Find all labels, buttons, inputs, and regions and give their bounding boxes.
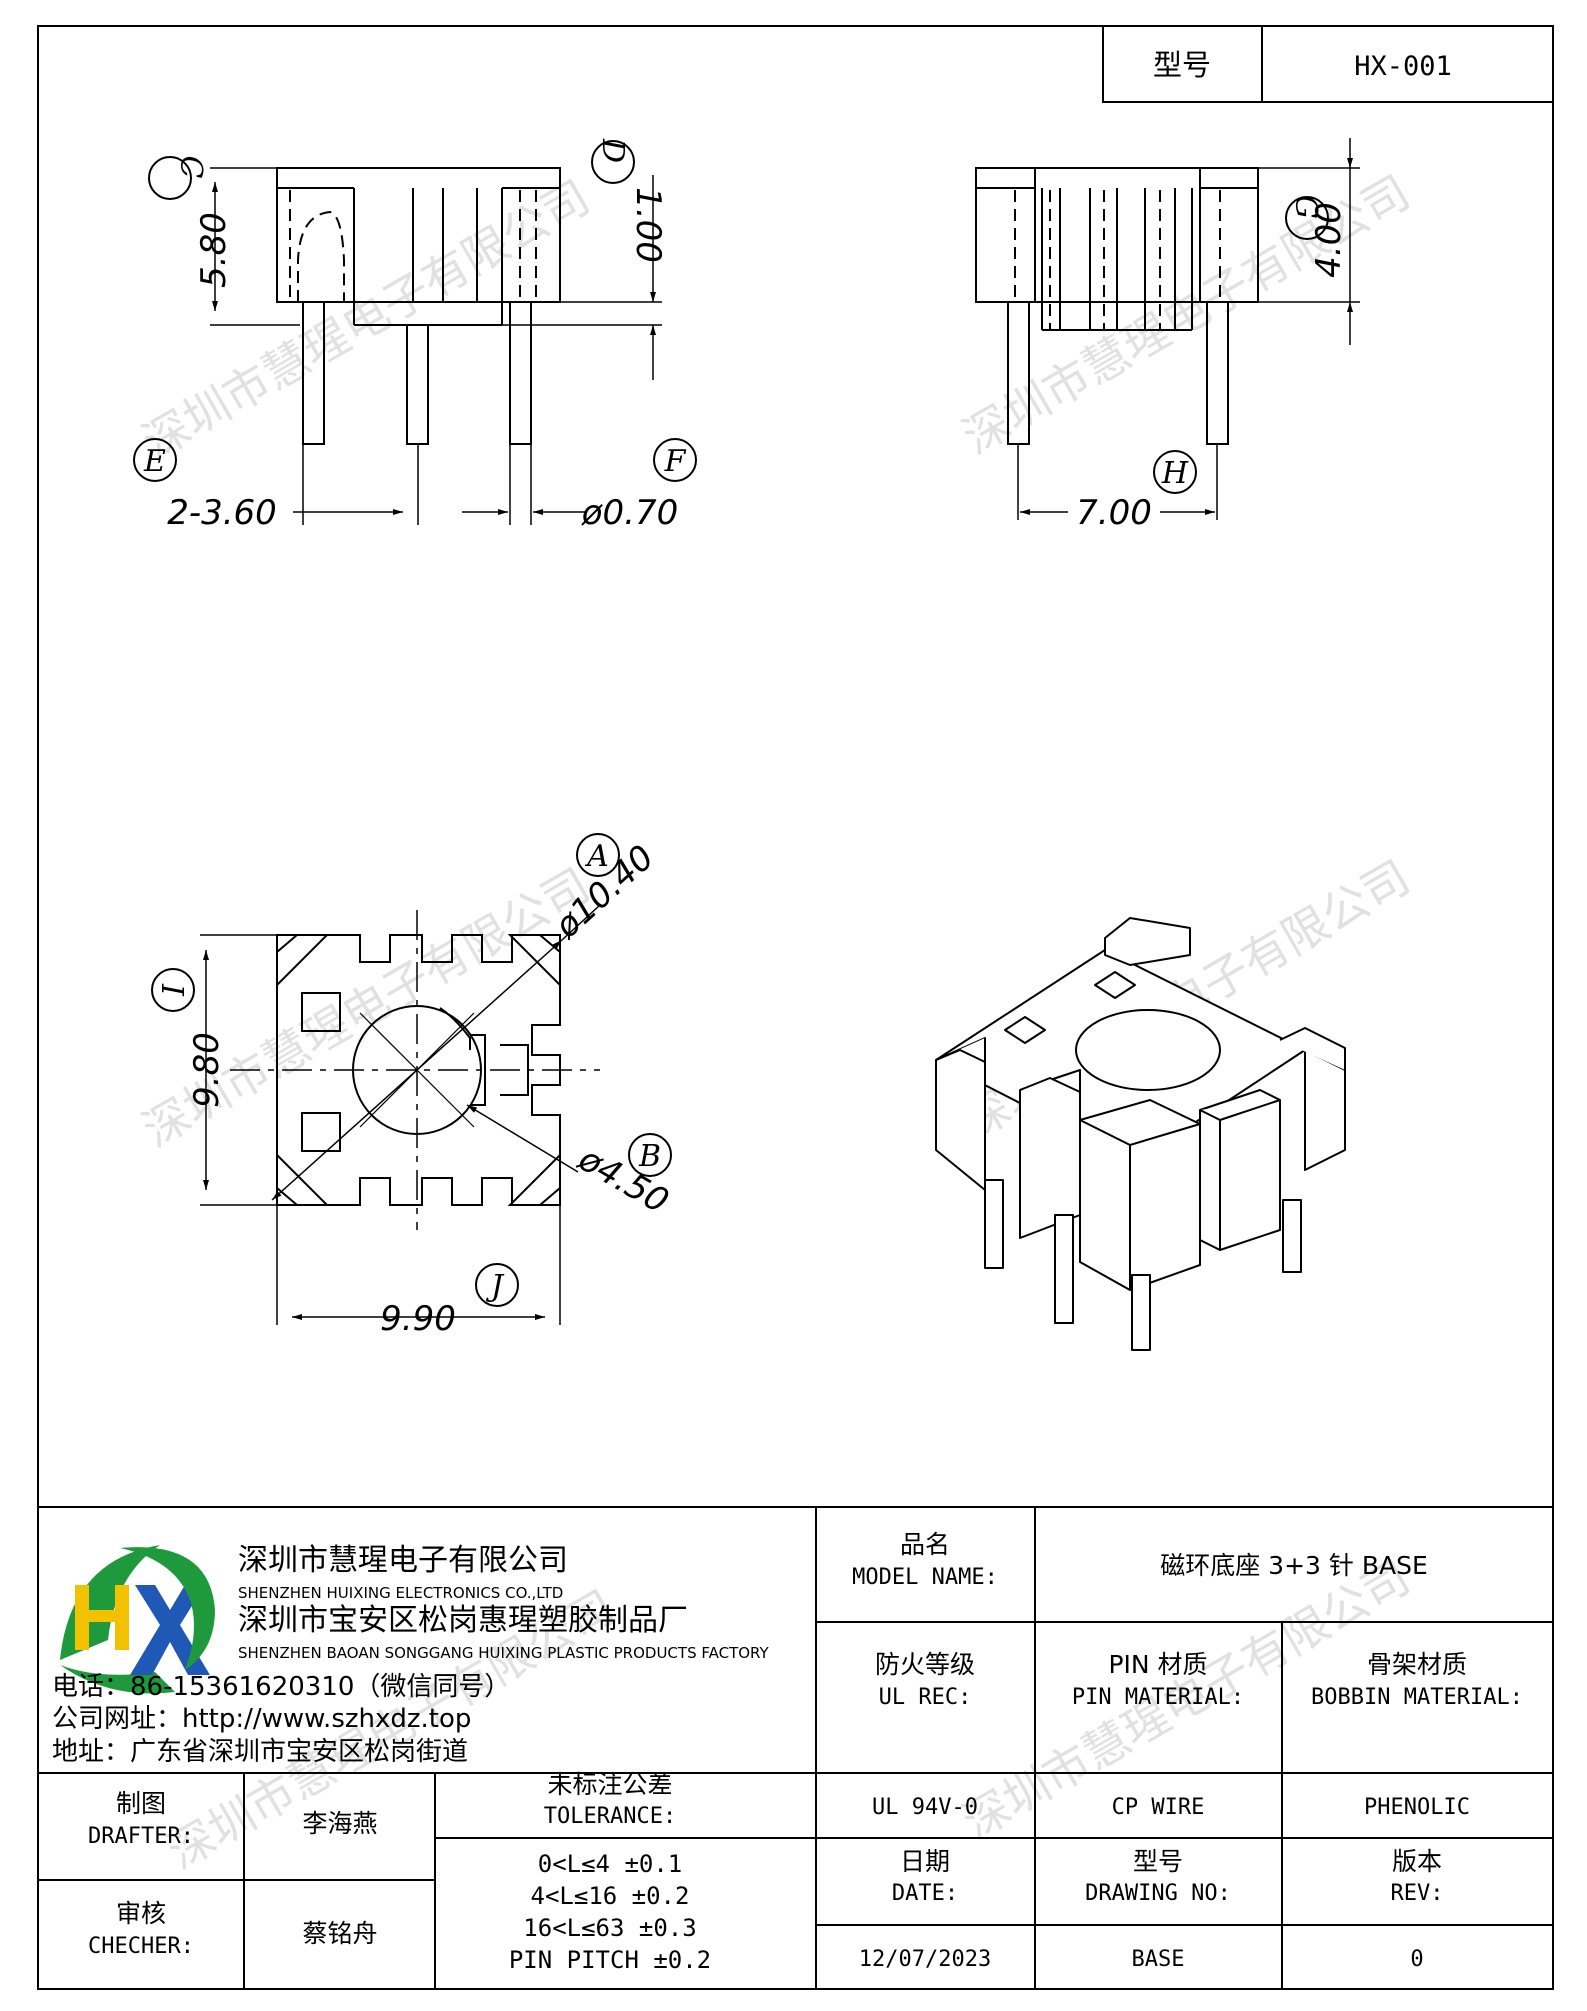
front-view bbox=[133, 140, 697, 525]
circle-label-d: D bbox=[595, 138, 630, 163]
rev-value: 0 bbox=[1410, 1947, 1423, 1972]
circle-label-j: J bbox=[485, 1269, 505, 1304]
dim-7-00: 7.00 bbox=[1076, 493, 1152, 533]
bobbin-material-label-cn: 骨架材质 bbox=[1367, 1650, 1467, 1679]
checker-label-en: CHECHER: bbox=[88, 1934, 194, 1959]
model-name-value: 磁环底座 3+3 针 BASE bbox=[1160, 1551, 1428, 1580]
tolerance-row: 0<L≤4 ±0.1 bbox=[538, 1850, 683, 1878]
company-phone: 电话：86-15361620310（微信同号） bbox=[52, 1672, 510, 1702]
drafter-label-cn: 制图 bbox=[116, 1789, 166, 1818]
circle-label-i: I bbox=[157, 983, 192, 997]
ul-label-en: UL REC: bbox=[879, 1685, 972, 1710]
bobbin-material-label-en: BOBBIN MATERIAL: bbox=[1311, 1685, 1523, 1710]
checker-label-cn: 审核 bbox=[116, 1899, 166, 1928]
rev-label-cn: 版本 bbox=[1392, 1847, 1442, 1876]
circle-label-f: F bbox=[664, 444, 687, 479]
circle-label-e: E bbox=[143, 444, 166, 479]
sheet-border bbox=[37, 25, 1554, 1990]
ul-label-cn: 防火等级 bbox=[875, 1650, 975, 1679]
isometric-view bbox=[935, 917, 1346, 1351]
model-name-label-cn: 品名 bbox=[900, 1530, 950, 1559]
dim-9-90: 9.90 bbox=[380, 1299, 456, 1339]
header-model-value: HX-001 bbox=[1354, 51, 1452, 82]
dim-4-00: 4.00 bbox=[1309, 202, 1349, 278]
dim-1-00: 1.00 bbox=[628, 187, 668, 263]
side-view bbox=[975, 138, 1360, 520]
circle-label-a: A bbox=[584, 839, 609, 874]
company-name-cn: 深圳市慧瑆电子有限公司 bbox=[238, 1543, 568, 1578]
circle-label-b: B bbox=[638, 1139, 661, 1174]
pin-material-value: CP WIRE bbox=[1112, 1795, 1205, 1820]
company-name-en: SHENZHEN HUIXING ELECTRONICS CO.,LTD bbox=[238, 1584, 563, 1602]
bobbin-material-value: PHENOLIC bbox=[1364, 1795, 1470, 1820]
date-label-cn: 日期 bbox=[900, 1847, 950, 1876]
factory-name-en: SHENZHEN BAOAN SONGGANG HUIXING PLASTIC … bbox=[238, 1644, 770, 1662]
watermark-text: 深圳市慧瑆电子有限公司 bbox=[134, 858, 599, 1158]
header-model-label: 型号 bbox=[1153, 48, 1211, 82]
date-value: 12/07/2023 bbox=[859, 1947, 991, 1972]
dim-9-80: 9.80 bbox=[187, 1032, 227, 1108]
circle-label-h: H bbox=[1161, 456, 1189, 491]
factory-name-cn: 深圳市宝安区松岗惠瑆塑胶制品厂 bbox=[238, 1603, 688, 1638]
title-block-text: 品名 MODEL NAME: 磁环底座 3+3 针 BASE 防火等级 UL R… bbox=[88, 1530, 1523, 1974]
dim-2-3-60: 2-3.60 bbox=[167, 493, 277, 533]
drafter-label-en: DRAFTER: bbox=[88, 1824, 194, 1849]
circle-label-g: G bbox=[1288, 195, 1323, 219]
front-view-labels: C D E F 5.80 1.00 2-3.60 ø0.70 bbox=[143, 138, 687, 533]
side-view-labels: G H 4.00 7.00 bbox=[1076, 195, 1349, 533]
tolerance-label-en: TOLERANCE: bbox=[544, 1804, 676, 1829]
circle-label-c: C bbox=[173, 156, 208, 179]
tolerance-row: 16<L≤63 ±0.3 bbox=[523, 1914, 696, 1942]
header-model-box: 型号 HX-001 bbox=[1102, 25, 1554, 103]
tolerance-row: 4<L≤16 ±0.2 bbox=[531, 1882, 690, 1910]
drawing-no-value: BASE bbox=[1132, 1947, 1185, 1972]
pin-material-label-en: PIN MATERIAL: bbox=[1072, 1685, 1244, 1710]
dim-pin-0-70: ø0.70 bbox=[581, 493, 679, 533]
company-website: 公司网址：http://www.szhxdz.top bbox=[52, 1704, 471, 1734]
ul-value: UL 94V-0 bbox=[872, 1795, 978, 1820]
drawing-no-label-cn: 型号 bbox=[1133, 1847, 1183, 1876]
pin-material-label-cn: PIN 材质 bbox=[1108, 1650, 1207, 1679]
title-block bbox=[38, 1506, 1553, 1989]
company-info: 深圳市慧瑆电子有限公司 SHENZHEN HUIXING ELECTRONICS… bbox=[52, 1543, 770, 1767]
bottom-view bbox=[151, 833, 672, 1325]
tolerance-row: PIN PITCH ±0.2 bbox=[509, 1946, 711, 1974]
company-logo bbox=[60, 1545, 215, 1694]
date-label-en: DATE: bbox=[892, 1881, 958, 1906]
drafter-name: 李海燕 bbox=[302, 1809, 377, 1838]
tolerance-label-cn: 未标注公差 bbox=[547, 1770, 672, 1799]
company-address: 地址：广东省深圳市宝安区松岗街道 bbox=[52, 1737, 468, 1767]
model-name-label-en: MODEL NAME: bbox=[852, 1565, 998, 1590]
checker-name: 蔡铭舟 bbox=[302, 1919, 377, 1948]
drawing-no-label-en: DRAWING NO: bbox=[1085, 1881, 1231, 1906]
rev-label-en: REV: bbox=[1391, 1881, 1444, 1906]
dim-5-80: 5.80 bbox=[194, 212, 234, 288]
